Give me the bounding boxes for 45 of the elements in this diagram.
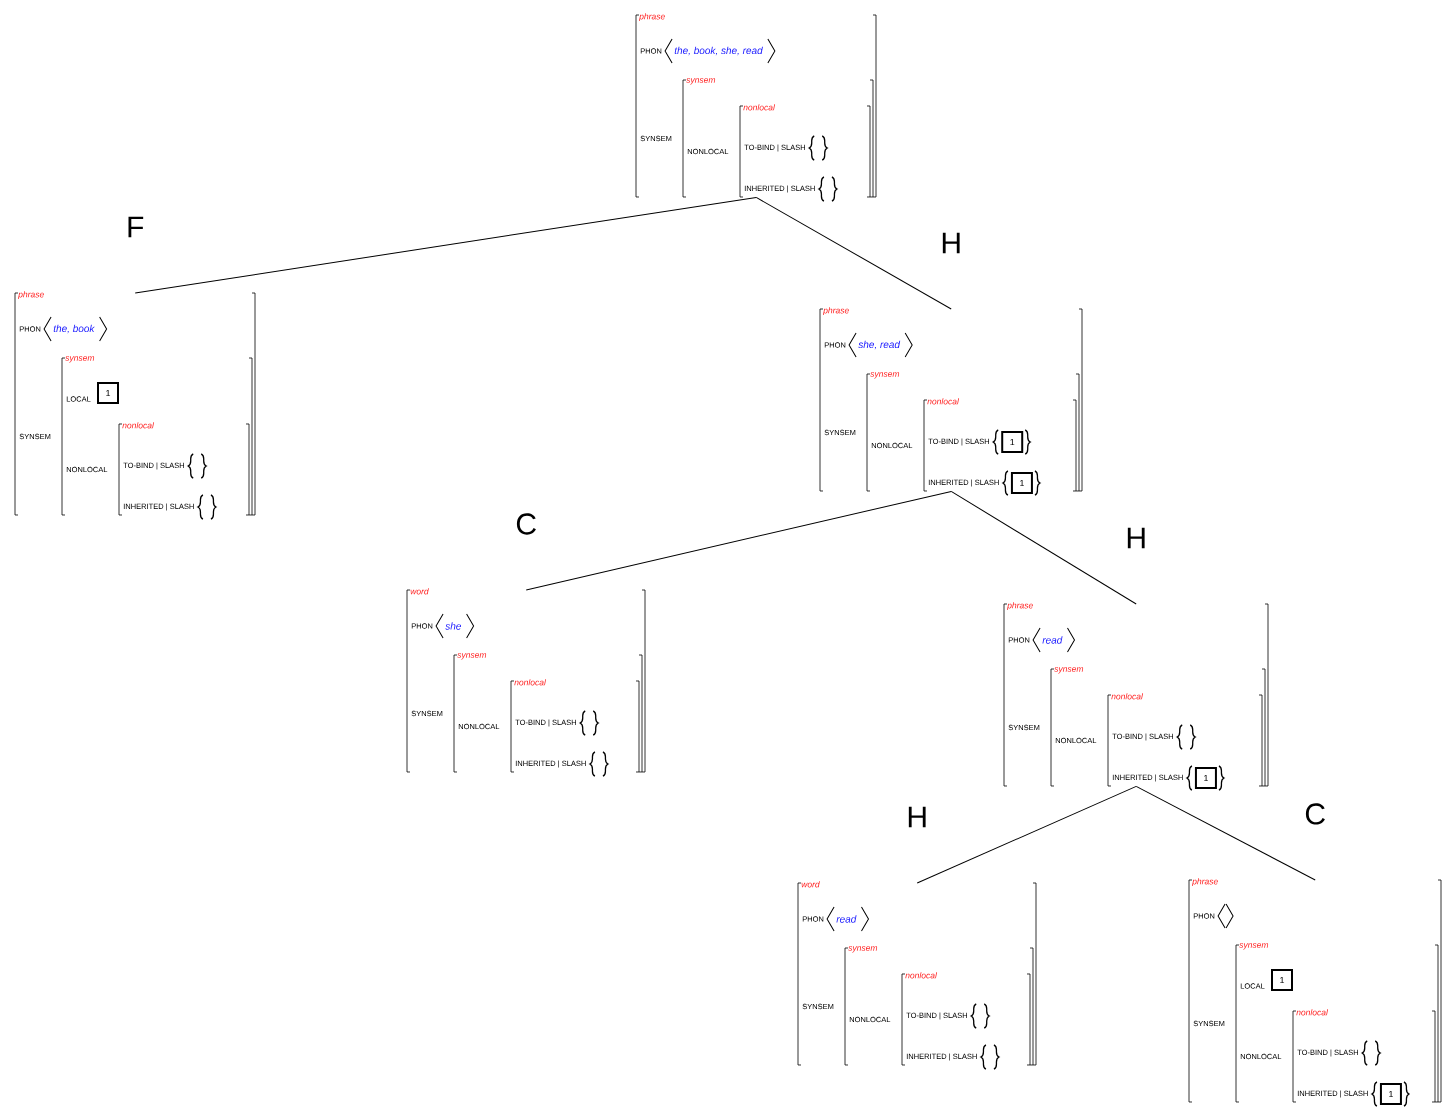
tag-box: 1 [1379,1083,1402,1105]
tag-box: 1 [1010,472,1033,494]
phon-value: the, book, she, read [674,46,763,56]
branch-label: C [514,512,539,536]
type-label: nonlocal [122,422,155,429]
tree-branch [755,196,952,310]
type-label: synsem [686,78,716,85]
type-label: synsem [65,356,95,363]
tree-branch [1135,785,1316,881]
phon-value: she [445,622,462,630]
type-label: synsem [870,372,900,379]
tag-box: 1 [97,382,119,404]
type-label: word [410,588,429,595]
tag-box: 1 [1001,431,1024,453]
branch-label: F [125,215,146,239]
branch-label: H [905,805,930,829]
tag-box: 1 [1194,767,1217,789]
tree-branch [525,490,952,591]
type-label: synsem [457,653,487,660]
type-label: phrase [823,307,849,316]
tree-branch [916,785,1137,884]
tag-box: 1 [1271,969,1293,991]
branch-label: C [1303,802,1328,826]
type-label: synsem [1239,943,1269,950]
branch-label: H [939,231,964,255]
type-label: synsem [848,946,878,953]
phon-value: the, book [53,324,95,334]
type-label: nonlocal [1111,693,1144,700]
type-label: synsem [1054,667,1084,674]
branch-label: H [1124,526,1149,550]
type-label: nonlocal [927,398,960,405]
type-label: phrase [1192,878,1218,887]
tree-branch [950,490,1137,605]
type-label: nonlocal [514,679,547,686]
phon-value: read [1042,636,1063,644]
phon-value: read [836,915,857,923]
type-label: phrase [639,13,665,22]
type-label: nonlocal [1296,1009,1329,1016]
tree-branch [134,196,757,294]
type-label: phrase [18,291,44,300]
type-label: word [801,881,820,888]
type-label: phrase [1007,602,1033,611]
type-label: nonlocal [743,104,776,111]
type-label: nonlocal [905,972,938,979]
phon-value: she, read [858,340,901,350]
